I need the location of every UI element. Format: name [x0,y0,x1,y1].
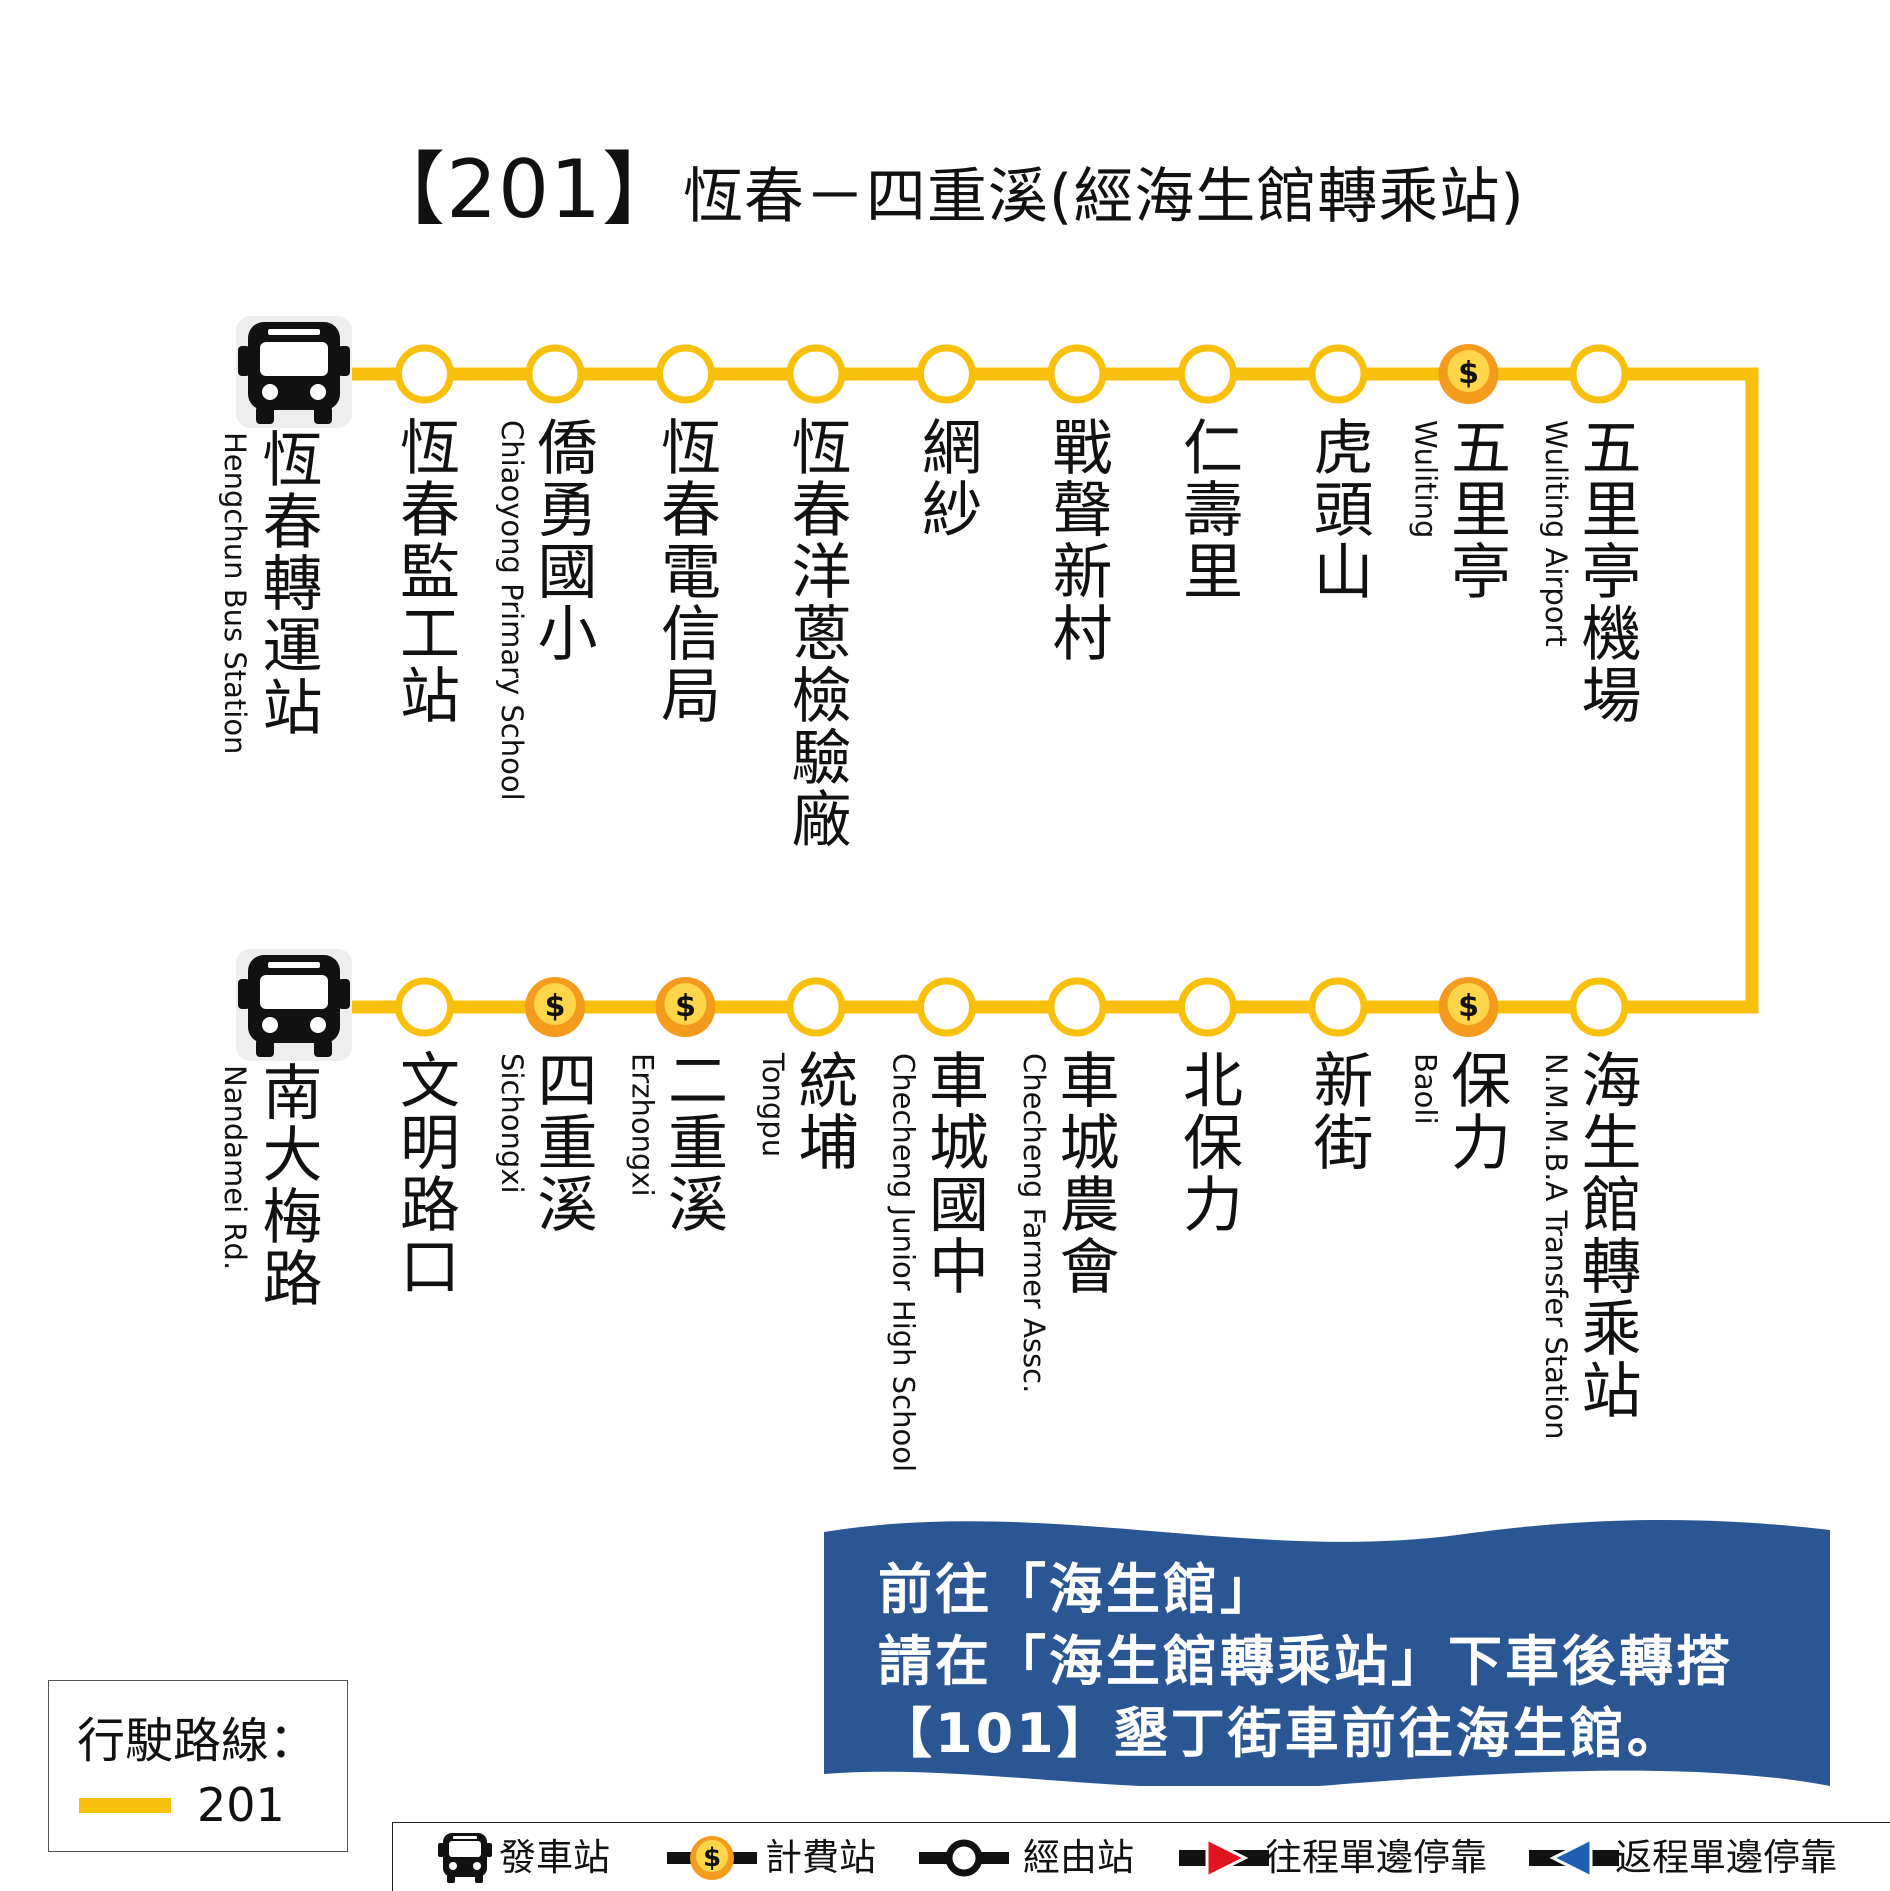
bus-icon [438,1833,492,1883]
return-stop-5-english-name: Checheng Junior High School [886,1053,921,1473]
route-legend-swatch [79,1798,171,1813]
return-stop-3-name: 二重溪 [657,1049,728,1235]
return-stop-3-fare-icon-symbol: $ [675,989,696,1024]
outbound-stop-7-circle [1178,344,1237,404]
symbol-legend: 發車站 $ 計費站 經由站 往程單邊停靠 返程單邊停靠 [392,1822,1890,1891]
outbound-stop-6-circle [1047,344,1107,404]
return-stop-10-circle [1569,977,1629,1037]
return-stop-5-name: 車城國中 [918,1049,989,1297]
return-stop-4-english-name: Tongpu [756,1053,790,1158]
return-stop-9-fare-icon-inner [1447,983,1490,1025]
return-stop-2-name: 四重溪 [527,1049,597,1235]
outbound-stop-9-english-name: Wuliting [1408,420,1443,539]
return-stop-6-name: 車城農會 [1049,1049,1119,1297]
outbound-stop-4-name: 恆春洋蔥檢驗廠 [781,416,851,850]
legend-outbound-label: 往程單邊停靠 [1265,1836,1487,1879]
fare-stop-icon: $ [667,1836,757,1880]
return-stop-6-english-name: Checheng Farmer Assc. [1017,1053,1051,1394]
outbound-stop-5-circle [917,344,976,404]
return-stop-0-name: 南大梅路 [252,1061,322,1309]
outbound-arrow-icon [1179,1836,1269,1880]
return-stop-2-fare-icon-symbol: $ [545,989,566,1024]
outbound-stop-9-fare-icon-inner [1447,350,1490,392]
outbound-stop-10-name: 五里亭機場 [1571,416,1641,726]
outbound-stop-6-name: 戰聲新村 [1042,416,1112,664]
outbound-stop-2-english-name: Chiaoyong Primary School [495,420,529,801]
page-title: 【201】恆春－四重溪(經海生館轉乘站) [0,140,1890,247]
return-stop-9-name: 保力 [1440,1049,1511,1173]
return-stop-1-name: 文明路口 [389,1049,460,1297]
outbound-stop-9-name: 五里亭 [1440,416,1511,602]
outbound-stop-10-english-name: Wuliting Airport [1539,420,1573,647]
return-stop-9-fare-icon-symbol: $ [1458,989,1479,1024]
transfer-notice: 前往「海生館」 請在「海生館轉乘站」下車後轉搭 【101】墾丁街車前往海生館。 [824,1512,1830,1786]
outbound-stop-9-fare-icon-symbol: $ [1458,356,1479,391]
route-line [294,367,1759,1014]
return-stop-10-name: 海生館轉乘站 [1571,1049,1641,1421]
return-stop-4-name: 統埔 [788,1049,858,1173]
notice-line-1: 前往「海生館」 [878,1558,1277,1621]
outbound-stop-1-name: 恆春監工站 [389,416,460,726]
return-stop-2-english-name: Sichongxi [495,1053,529,1194]
outbound-stop-3-circle [656,344,715,404]
outbound-stop-5-name: 網紗 [911,416,982,540]
via-stop-icon [919,1839,1009,1877]
notice-banner-shape [824,1519,1830,1786]
return-stop-6-circle [1047,977,1107,1037]
return-stop-9-english-name: Baoli [1408,1053,1443,1125]
svg-text:$: $ [703,1843,721,1873]
return-stop-7-circle [1178,977,1237,1037]
return-stop-7-name: 北保力 [1172,1049,1243,1235]
legend-return-label: 返程單邊停靠 [1615,1836,1837,1879]
route-legend-number: 201 [197,1778,285,1832]
return-stop-3-fare-icon-inner [664,983,707,1025]
route-legend-title: 行駛路線： [77,1713,318,1769]
route-legend: 行駛路線： 201 [48,1680,348,1852]
outbound-stop-4-circle [786,344,846,404]
legend-fare-label: 計費站 [765,1836,876,1879]
route-name: 恆春－四重溪(經海生館轉乘站) [682,162,1525,232]
outbound-stop-2-circle [525,344,585,404]
outbound-stop-1-circle [395,344,454,404]
outbound-stop-3-name: 恆春電信局 [650,416,721,726]
return-stop-8-name: 新街 [1303,1049,1373,1173]
legend-terminal-label: 發車站 [499,1836,610,1879]
outbound-stop-10-circle [1569,344,1629,404]
return-stop-3-english-name: Erzhongxi [625,1053,660,1197]
return-stop-2-fare-icon-inner [534,983,576,1025]
route-code: 【201】 [365,143,683,236]
outbound-stop-8-circle [1308,344,1368,404]
notice-line-3: 【101】墾丁街車前往海生館。 [878,1702,1684,1765]
return-arrow-icon [1529,1836,1619,1880]
notice-line-2: 請在「海生館轉乘站」下車後轉搭 [878,1630,1733,1693]
return-stop-5-circle [917,977,976,1037]
outbound-stop-0-english-name: Hengchun Bus Station [218,432,252,755]
return-stop-8-circle [1308,977,1368,1037]
outbound-stop-2-name: 僑勇國小 [527,416,597,664]
return-stop-0-bus-icon [236,949,352,1061]
outbound-stop-7-name: 仁壽里 [1172,416,1243,602]
legend-via-label: 經由站 [1023,1836,1134,1879]
outbound-stop-0-name: 恆春轉運站 [252,428,322,738]
return-stop-10-english-name: N.M.M.B.A Transfer Station [1539,1053,1573,1440]
return-stop-1-circle [395,977,454,1037]
outbound-stop-0-bus-icon [236,316,352,428]
outbound-stop-8-name: 虎頭山 [1303,416,1373,602]
return-stop-4-circle [786,977,846,1037]
return-stop-0-english-name: Nandamei Rd. [218,1065,252,1271]
